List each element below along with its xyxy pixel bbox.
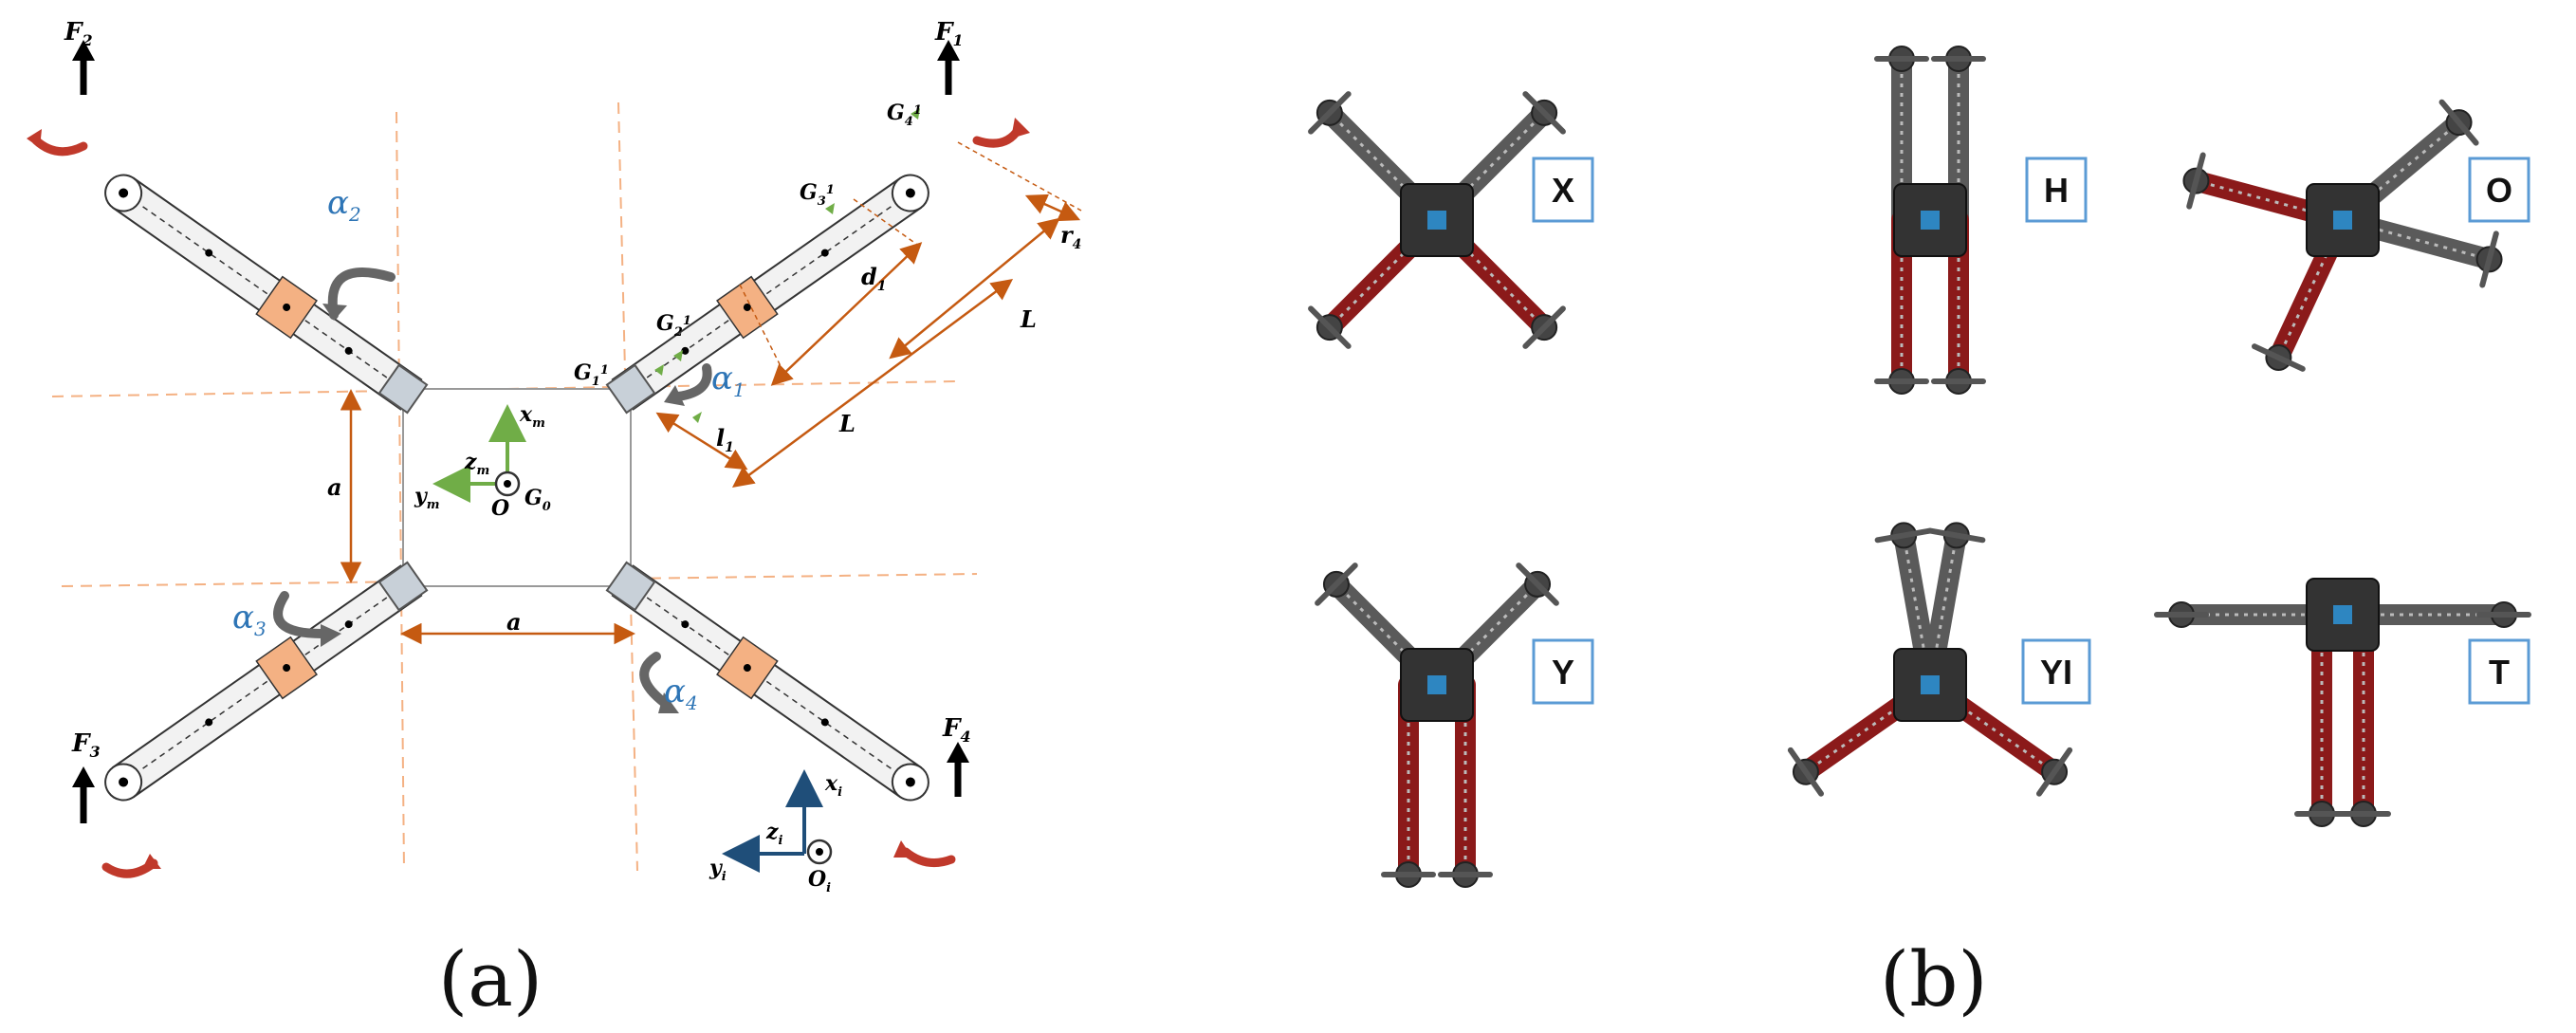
label-f4: F4 [942, 714, 971, 746]
config-label-yi: YI [2040, 653, 2072, 692]
label-g3: G31 [800, 180, 835, 209]
caption-b: (b) [1880, 935, 1988, 1024]
label-r4: r4 [1060, 221, 1081, 252]
label-f1: F1 [934, 18, 964, 49]
config-label-box [1532, 157, 1594, 223]
force-labels: F1 F2 F3 F4 [64, 18, 971, 761]
label-ym: ym [414, 484, 440, 512]
label-yi: yi [708, 856, 727, 884]
label-zm: zm [464, 450, 489, 478]
config-label-t: T [2489, 653, 2510, 692]
label-xm: xm [519, 402, 545, 431]
inertial-frame-labels: xi yi zi Oi [708, 771, 842, 895]
caption-a: (a) [438, 935, 543, 1024]
com-labels: G11 G21 G31 G41 [574, 101, 922, 389]
arm-3 [104, 561, 429, 802]
dimension-labels: a a L L d1 l1 r4 [327, 221, 1081, 636]
body-frame-labels: xm ym zm O G0 [414, 402, 551, 521]
config-label-box [2468, 157, 2530, 223]
label-a-horizontal: a [506, 608, 522, 636]
label-g2: G21 [656, 311, 691, 340]
drone-config-y: Y [1315, 563, 1594, 888]
label-zi: zi [765, 820, 783, 848]
label-L-upper: L [1020, 305, 1037, 333]
label-O: O [491, 496, 509, 521]
config-label-y: Y [1552, 653, 1574, 692]
label-xi: xi [824, 771, 842, 800]
alpha-arrows [273, 267, 712, 709]
body-frame-axes [432, 404, 526, 503]
panel-b-configurations: X H O Y YI T [1308, 46, 2531, 888]
label-alpha-3: α3 [232, 599, 267, 640]
rotation-arrow-2 [31, 136, 88, 157]
rotation-arrow-4 [901, 847, 956, 868]
label-G0: G0 [524, 486, 551, 514]
thrust-arrows [72, 40, 969, 823]
drone-config-t: T [2154, 578, 2531, 827]
config-label-x: X [1552, 171, 1574, 210]
alpha-labels: α1 α2 α3 α4 [232, 184, 745, 714]
config-label-o: O [2486, 171, 2512, 210]
drone-config-x: X [1308, 91, 1594, 349]
label-a-vertical: a [327, 473, 342, 501]
config-label-box [2025, 157, 2088, 223]
dimension-lines [340, 194, 1081, 645]
arm-4 [605, 561, 929, 802]
config-label-box [2468, 638, 2530, 705]
drone-config-h: H [1874, 46, 2088, 395]
drone-config-o: O [2182, 99, 2530, 372]
panel-a-schematic: F1 F2 F3 F4 α1 α2 α3 α4 G11 G21 G31 G41 … [27, 18, 1081, 895]
inertial-frame-axes [722, 769, 833, 873]
label-alpha-4: α4 [664, 673, 698, 714]
label-Oi: Oi [808, 867, 831, 895]
label-d1: d1 [861, 263, 887, 294]
label-alpha-1: α1 [711, 360, 745, 401]
arm-2 [104, 174, 429, 415]
label-f3: F3 [71, 729, 101, 761]
label-l1: l1 [716, 424, 734, 455]
label-f2: F2 [64, 18, 93, 49]
config-label-box [1532, 638, 1594, 705]
config-label-box [2021, 638, 2091, 705]
label-alpha-2: α2 [327, 184, 361, 226]
config-label-h: H [2044, 171, 2069, 210]
drone-config-yi: YI [1787, 522, 2091, 797]
label-g4: G41 [887, 101, 922, 129]
label-L-lower: L [838, 410, 856, 437]
label-g1: G11 [574, 360, 609, 389]
arm-1 [605, 174, 929, 415]
